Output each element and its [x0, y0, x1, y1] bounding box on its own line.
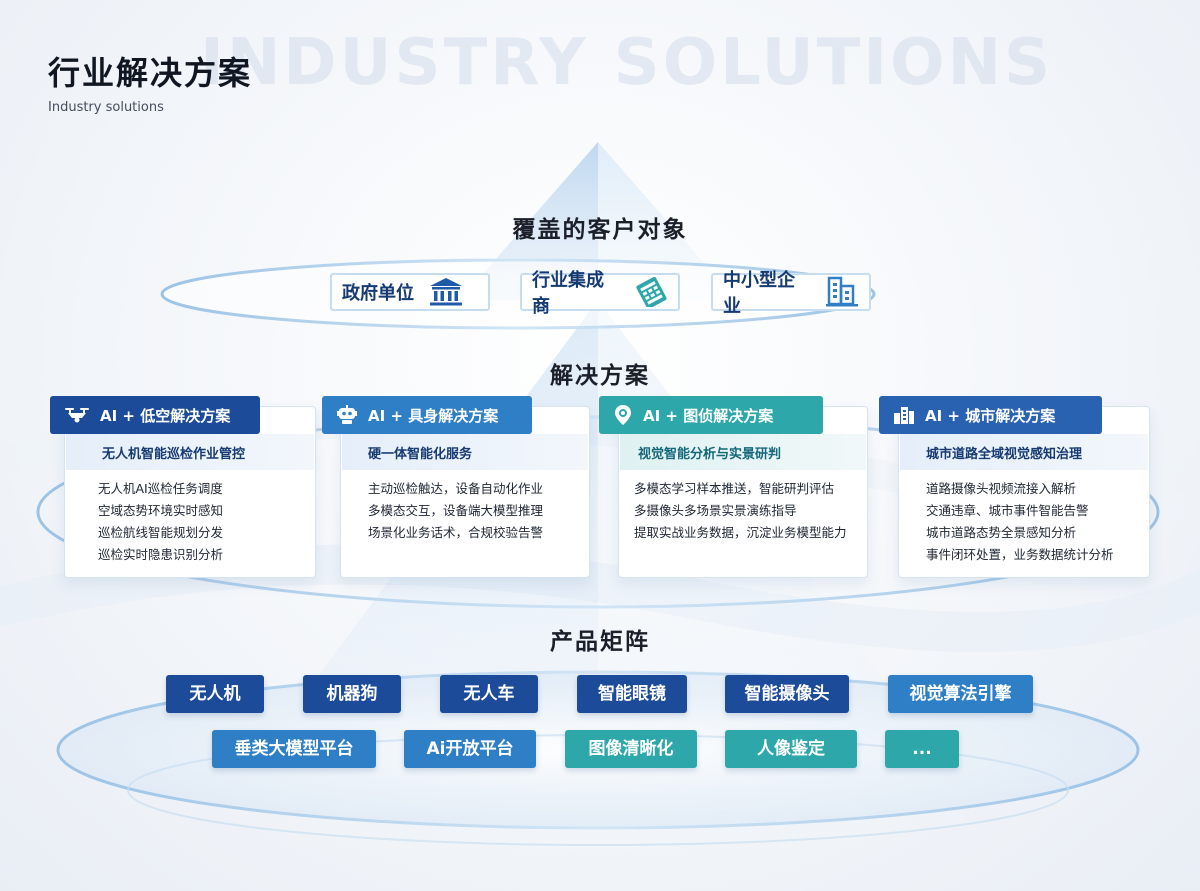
solution-subtitle: 无人机智能巡检作业管控	[66, 434, 314, 470]
solution-item: 巡检航线智能规划分发	[98, 525, 224, 540]
product-drone: 无人机	[166, 675, 264, 713]
solution-items-list: 道路摄像头视频流接入解析 交通违章、城市事件智能告警 城市道路态势全景感知分析 …	[926, 478, 1114, 566]
product-ai-open-platform: Ai开放平台	[404, 730, 536, 768]
solution-item: 主动巡检触达，设备自动化作业	[368, 481, 544, 496]
solution-tab-image-investigation: AI + 图侦解决方案	[599, 396, 823, 434]
product-vision-engine: 视觉算法引擎	[888, 675, 1033, 713]
product-smart-camera: 智能摄像头	[725, 675, 849, 713]
office-building-icon	[826, 276, 858, 307]
solution-item: 无人机AI巡检任务调度	[98, 481, 223, 496]
solution-tab-low-altitude: AI + 低空解决方案	[50, 396, 260, 434]
document-stack-icon	[636, 277, 667, 307]
solution-item: 事件闭环处置，业务数据统计分析	[926, 547, 1114, 562]
solution-item: 场景化业务话术，合规校验告警	[368, 525, 544, 540]
solution-item: 提取实战业务数据，沉淀业务模型能力	[634, 525, 847, 540]
product-robot-dog: 机器狗	[303, 675, 401, 713]
page-subtitle: Industry solutions	[48, 100, 164, 115]
solution-item: 道路摄像头视频流接入解析	[926, 481, 1077, 496]
city-icon	[894, 407, 914, 424]
title-watermark: INDUSTRY SOLUTIONS	[200, 26, 1054, 100]
customer-sme: 中小型企业	[711, 270, 871, 317]
product-smart-glasses: 智能眼镜	[577, 675, 687, 713]
customer-government: 政府单位	[330, 273, 490, 311]
solution-item: 空域态势环境实时感知	[98, 503, 224, 518]
solution-item: 交通违章、城市事件智能告警	[926, 503, 1089, 518]
solution-item: 巡检实时隐患识别分析	[98, 547, 224, 562]
product-vertical-llm-platform: 垂类大模型平台	[212, 730, 376, 768]
customer-label: 行业集成商	[532, 270, 604, 317]
product-more: ...	[885, 730, 959, 768]
customer-integrator: 行业集成商	[520, 270, 680, 317]
page-title: 行业解决方案	[48, 54, 253, 92]
customer-label: 政府单位	[342, 283, 414, 304]
product-unmanned-vehicle: 无人车	[440, 675, 538, 713]
product-image-enhancement: 图像清晰化	[565, 730, 697, 768]
solution-title: AI + 图侦解决方案	[643, 406, 774, 425]
location-search-icon	[615, 405, 631, 425]
solution-title: AI + 低空解决方案	[100, 406, 231, 425]
solution-item: 多模态交互，设备端大模型推理	[368, 503, 544, 518]
solution-subtitle: 视觉智能分析与实景研判	[620, 434, 866, 470]
solution-title: AI + 具身解决方案	[368, 406, 499, 425]
solution-tab-embodied: AI + 具身解决方案	[322, 396, 532, 434]
solution-item: 城市道路态势全景感知分析	[926, 525, 1077, 540]
solution-tab-city: AI + 城市解决方案	[879, 396, 1102, 434]
customers-heading: 覆盖的客户对象	[512, 217, 688, 243]
solution-item: 多模态学习样本推送，智能研判评估	[634, 481, 835, 496]
solution-title: AI + 城市解决方案	[925, 406, 1056, 425]
solution-subtitle: 硬一体智能化服务	[342, 434, 588, 470]
solution-item: 多摄像头多场景实景演练指导	[634, 503, 797, 518]
robot-icon	[337, 405, 357, 424]
solution-items-list: 主动巡检触达，设备自动化作业 多模态交互，设备端大模型推理 场景化业务话术，合规…	[368, 478, 543, 544]
solution-items-list: 无人机AI巡检任务调度 空域态势环境实时感知 巡检航线智能规划分发 巡检实时隐患…	[98, 478, 223, 566]
products-heading: 产品矩阵	[550, 629, 650, 655]
solutions-heading: 解决方案	[550, 363, 650, 389]
customer-label: 中小型企业	[723, 270, 795, 317]
government-building-icon	[430, 278, 462, 306]
product-portrait-identification: 人像鉴定	[725, 730, 857, 768]
solution-items-list: 多模态学习样本推送，智能研判评估 多摄像头多场景实景演练指导 提取实战业务数据，…	[634, 478, 847, 544]
drone-icon	[65, 408, 89, 423]
solution-subtitle: 城市道路全域视觉感知治理	[900, 434, 1148, 470]
